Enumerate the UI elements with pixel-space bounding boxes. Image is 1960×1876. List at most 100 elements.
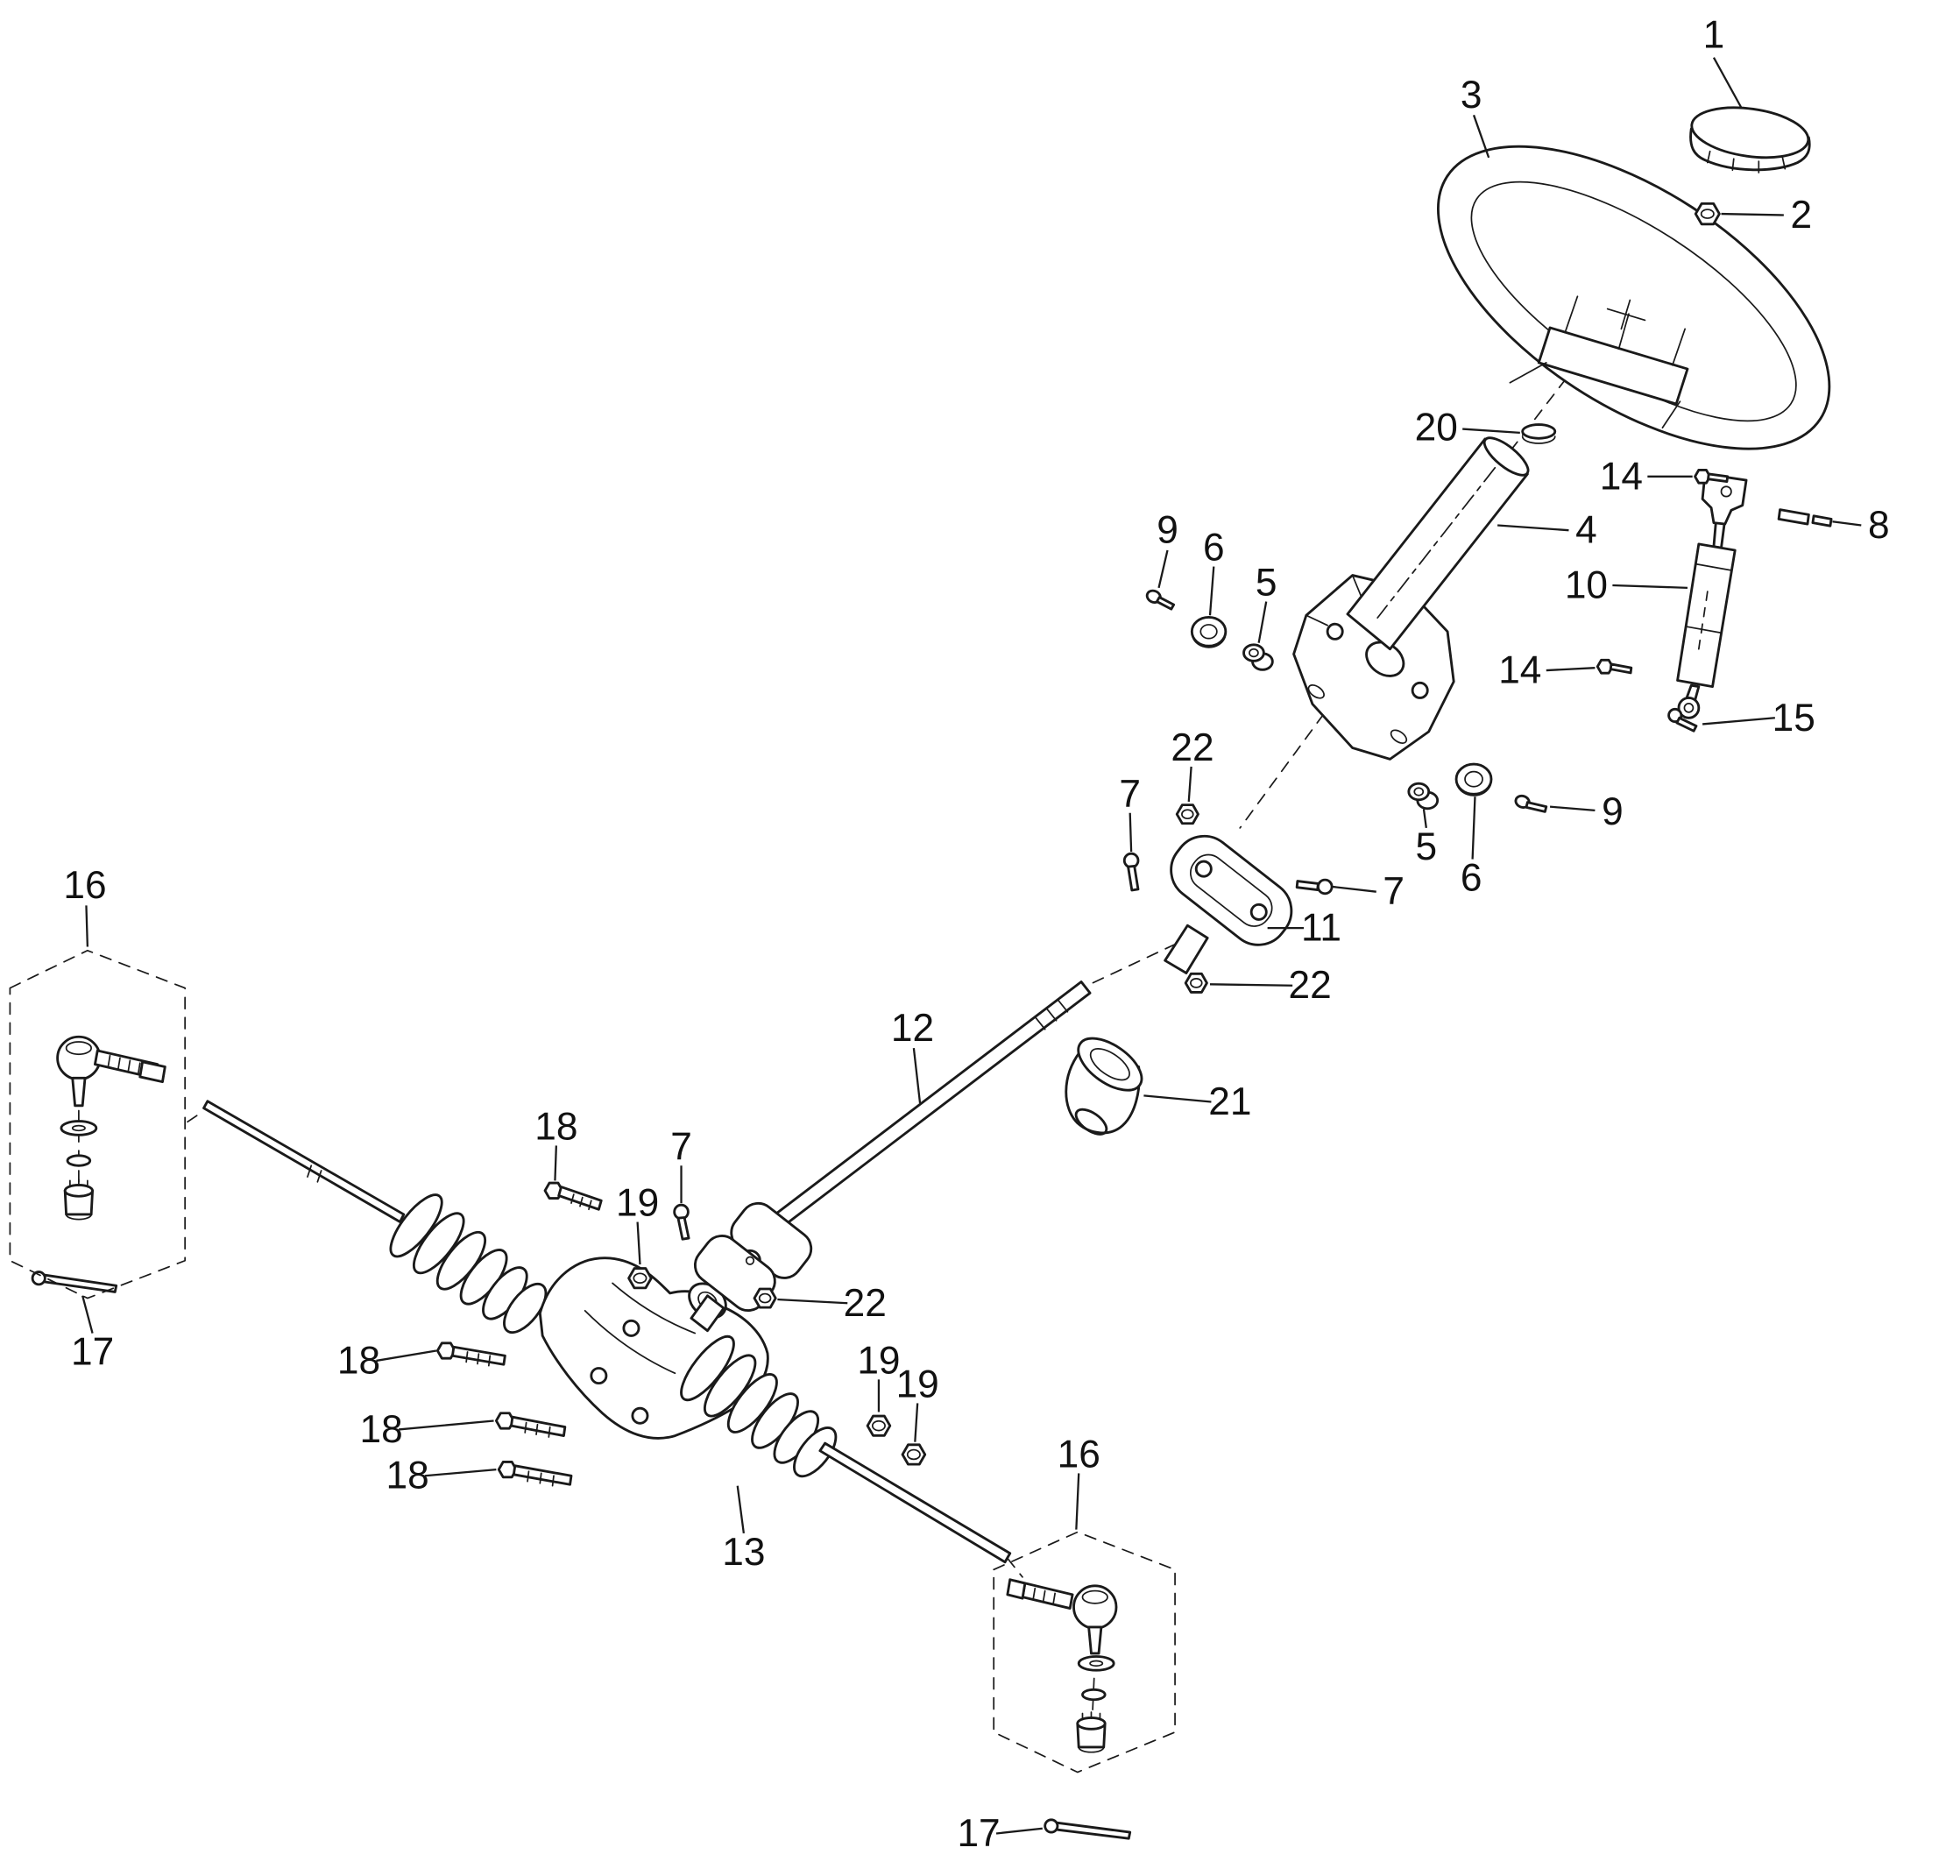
- callout-leader-12: [912, 1047, 922, 1104]
- callout-label-7: 7: [670, 1125, 692, 1168]
- rack-mount-bolt-3: [494, 1412, 567, 1438]
- callout-label-5: 5: [1256, 562, 1277, 605]
- callout-label-21: 21: [1208, 1080, 1251, 1123]
- callout-label-2: 2: [1791, 194, 1813, 237]
- callout-leader-8: [1832, 520, 1862, 527]
- callout-leader-19: [914, 1403, 919, 1442]
- column-screw-upper: [1145, 589, 1176, 611]
- callout-leader-13: [736, 1485, 745, 1534]
- callout-label-19: 19: [857, 1339, 900, 1382]
- horn-pad-cap: [1689, 106, 1811, 173]
- callout-label-17: 17: [957, 1812, 1000, 1855]
- coupler-bolt-right: [1295, 878, 1334, 896]
- callout-leader-9: [1549, 805, 1596, 812]
- callout-label-10: 10: [1565, 563, 1608, 606]
- callout-leader-15: [1702, 717, 1775, 726]
- callout-label-18: 18: [337, 1339, 380, 1382]
- damper-bolt-upper: [1694, 468, 1730, 485]
- callout-leader-22: [1187, 766, 1192, 803]
- pinion-nut: [753, 1287, 777, 1309]
- pinion-bolt: [673, 1203, 690, 1241]
- callout-leader-16: [85, 905, 89, 947]
- callout-leader-18: [376, 1349, 437, 1363]
- rack-mount-bolt-2: [435, 1342, 506, 1367]
- callout-leader-18: [424, 1468, 497, 1477]
- cotter-pin-left: [31, 1271, 118, 1293]
- callout-leader-10: [1612, 584, 1688, 589]
- callout-leader-14: [1546, 667, 1596, 672]
- tie-rod-end-right: [993, 1531, 1176, 1773]
- callout-label-22: 22: [844, 1282, 887, 1325]
- callout-leader-1: [1712, 57, 1743, 109]
- callout-label-13: 13: [722, 1531, 765, 1574]
- tie-rod-end-left: [9, 949, 187, 1299]
- callout-label-19: 19: [616, 1182, 659, 1225]
- callout-leader-20: [1462, 428, 1520, 434]
- callout-leader-9: [1157, 549, 1169, 589]
- steering-damper: [1676, 472, 1748, 719]
- callout-label-7: 7: [1383, 870, 1405, 913]
- callout-label-5: 5: [1416, 825, 1438, 868]
- rack-nut-2: [866, 1414, 892, 1437]
- callout-leader-22: [1209, 983, 1293, 987]
- steering-coupler: [1164, 834, 1293, 974]
- callout-leader-17: [81, 1295, 94, 1334]
- callout-leader-7: [1332, 885, 1376, 893]
- steering-column: [1292, 436, 1530, 761]
- spacer-ring: [1521, 423, 1557, 444]
- coupler-nut-upper: [1175, 803, 1199, 825]
- callout-leader-17: [995, 1827, 1043, 1835]
- rack-mount-bolt-1: [543, 1181, 603, 1211]
- column-bushing-lower: [1407, 782, 1440, 811]
- damper-screw: [1667, 707, 1698, 733]
- callout-label-8: 8: [1868, 504, 1890, 547]
- coupler-nut-lower: [1184, 972, 1208, 994]
- callout-label-6: 6: [1203, 527, 1225, 570]
- callout-label-12: 12: [891, 1007, 934, 1050]
- dust-boot: [1065, 1037, 1143, 1136]
- callout-label-7: 7: [1119, 773, 1141, 816]
- rack-mount-bolt-4: [497, 1460, 573, 1487]
- rack-nut-1: [627, 1267, 653, 1290]
- cotter-pin-right: [1044, 1818, 1132, 1840]
- callout-label-3: 3: [1461, 74, 1482, 117]
- column-bushing-upper: [1242, 643, 1274, 671]
- callout-label-16: 16: [1058, 1433, 1100, 1476]
- callout-label-19: 19: [896, 1363, 939, 1406]
- callout-label-18: 18: [360, 1408, 403, 1451]
- callout-label-6: 6: [1461, 856, 1482, 899]
- column-grommet-lower: [1454, 762, 1493, 796]
- callout-leader-18: [398, 1419, 494, 1431]
- callout-label-14: 14: [1498, 649, 1541, 692]
- callout-leader-5: [1257, 601, 1268, 643]
- callout-leader-6: [1471, 796, 1476, 860]
- rack-nut-3: [901, 1443, 927, 1466]
- callout-label-17: 17: [71, 1330, 114, 1373]
- callout-label-16: 16: [63, 864, 106, 907]
- callout-label-4: 4: [1575, 509, 1597, 552]
- column-screw-lower: [1514, 794, 1548, 813]
- callout-label-20: 20: [1415, 407, 1458, 450]
- callout-label-14: 14: [1600, 455, 1643, 498]
- callout-leader-6: [1208, 566, 1215, 616]
- callout-leader-4: [1497, 524, 1569, 532]
- callout-label-22: 22: [1171, 726, 1214, 769]
- callout-label-22: 22: [1289, 964, 1332, 1007]
- callout-leader-3: [1472, 114, 1490, 159]
- damper-bolt-lower: [1596, 658, 1633, 675]
- callout-leader-21: [1143, 1094, 1212, 1103]
- damper-mount-pin: [1777, 508, 1833, 527]
- callout-leader-19: [636, 1221, 641, 1265]
- coupler-bolt-left: [1122, 852, 1140, 892]
- callout-leader-22: [777, 1298, 848, 1305]
- callout-label-9: 9: [1602, 790, 1624, 833]
- callout-label-9: 9: [1157, 509, 1178, 552]
- callout-label-18: 18: [534, 1106, 577, 1149]
- column-grommet-upper: [1190, 615, 1228, 648]
- callout-label-15: 15: [1772, 697, 1815, 740]
- steering-wheel-nut: [1694, 202, 1721, 226]
- universal-joint: [690, 1201, 813, 1333]
